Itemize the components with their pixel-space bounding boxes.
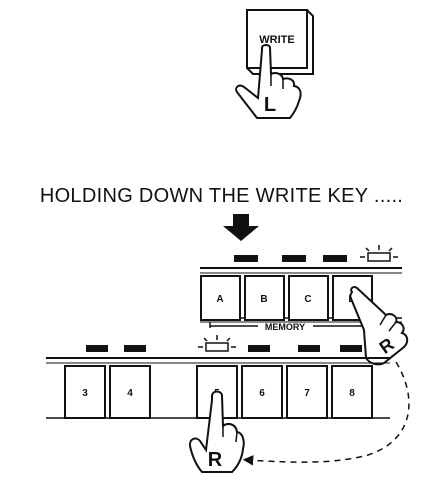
left-hand-letter: L	[264, 94, 276, 116]
memory-led-lit-icon	[360, 245, 398, 262]
memory-panel: A B C D MEMORY	[200, 245, 402, 332]
svg-text:B: B	[260, 294, 267, 305]
svg-text:4: 4	[127, 388, 133, 399]
number-led	[124, 345, 146, 352]
svg-text:6: 6	[259, 388, 265, 399]
number-key-6[interactable]: 6	[241, 365, 283, 419]
memory-key-c[interactable]: C	[288, 275, 329, 321]
memory-key-a[interactable]: A	[200, 275, 241, 321]
number-panel: 3 4 5 6 7 8	[46, 335, 390, 419]
instruction-caption: HOLDING DOWN THE WRITE KEY .....	[39, 185, 404, 207]
number-led-lit-icon	[198, 335, 236, 352]
number-led	[248, 345, 270, 352]
number-key-3[interactable]: 3	[64, 365, 106, 419]
number-key-8[interactable]: 8	[331, 365, 373, 419]
memory-label: MEMORY	[265, 322, 305, 332]
svg-text:C: C	[304, 294, 311, 305]
left-hand-icon: L	[235, 44, 302, 119]
svg-text:A: A	[216, 294, 223, 305]
number-led	[298, 345, 320, 352]
memory-bracket: MEMORY	[209, 322, 364, 332]
number-key-7[interactable]: 7	[286, 365, 328, 419]
memory-led	[282, 255, 306, 262]
number-key-4[interactable]: 4	[109, 365, 151, 419]
memory-led	[234, 255, 258, 262]
svg-text:8: 8	[349, 388, 355, 399]
write-key[interactable]: WRITE	[246, 9, 314, 75]
down-arrow-icon	[223, 214, 259, 241]
memory-led	[323, 255, 347, 262]
number-led	[86, 345, 108, 352]
write-key-label: WRITE	[259, 34, 294, 46]
memory-key-b[interactable]: B	[244, 275, 285, 321]
svg-text:3: 3	[82, 388, 88, 399]
right-hand-icon: R	[348, 285, 409, 366]
svg-text:7: 7	[304, 388, 310, 399]
right-hand-letter-bottom: R	[208, 449, 223, 471]
number-led	[340, 345, 362, 352]
move-arrow-icon	[242, 361, 410, 466]
right-hand-icon: R	[188, 390, 245, 473]
